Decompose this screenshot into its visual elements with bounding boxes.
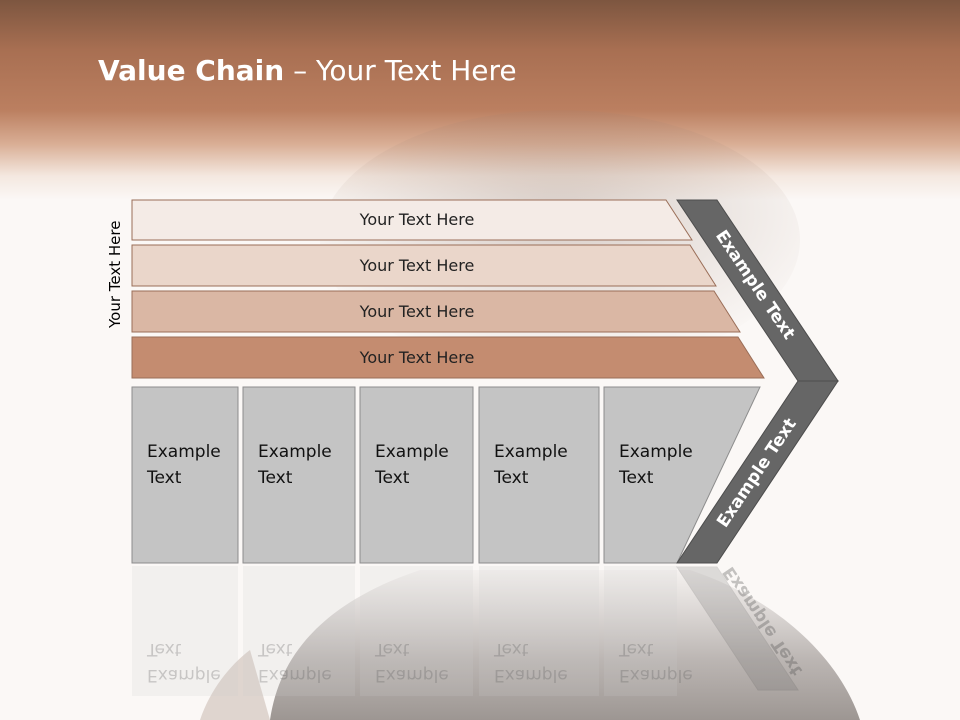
- box-label-line1: Example: [494, 442, 568, 462]
- bar-4: [131, 336, 765, 379]
- arm-shape: [200, 650, 270, 720]
- chevron-lower: [676, 380, 839, 564]
- reflected-line1: Example: [494, 665, 568, 685]
- slide-title: Value Chain – Your Text Here: [98, 54, 517, 87]
- box-2: [242, 386, 356, 564]
- reflected-line2: Text: [494, 639, 529, 659]
- bar-4-label: Your Text Here: [359, 347, 475, 367]
- reflection-group: [132, 566, 677, 696]
- box-label-line1: Example: [375, 442, 449, 462]
- bar-1: [131, 199, 693, 241]
- box-4: [478, 386, 600, 564]
- bar-1-label: Your Text Here: [359, 210, 475, 229]
- bars-group: [131, 199, 765, 379]
- reflected-line2: Text: [258, 639, 293, 659]
- box-1-reflected-label: Example Text: [147, 636, 247, 688]
- box-label-line2: Text: [375, 468, 410, 488]
- box-2-reflection: [243, 566, 355, 696]
- bar-3: [131, 290, 741, 333]
- box-label-line1: Example: [258, 442, 332, 462]
- reflected-line2: Text: [375, 639, 410, 659]
- box-2-reflected-label: Example Text: [258, 636, 358, 688]
- box-5-reflected-label: Example Text: [619, 636, 719, 688]
- reflected-line2: Text: [619, 639, 654, 659]
- box-3: [359, 386, 474, 564]
- title-bold: Value Chain: [98, 54, 285, 87]
- box-label-line1: Example: [619, 442, 693, 462]
- box-3-reflected-label: Example Text: [375, 636, 475, 688]
- box-1-reflection: [132, 566, 238, 696]
- box-5-reflection: [604, 566, 677, 696]
- reflected-line2: Text: [147, 639, 182, 659]
- box-3-reflection: [360, 566, 473, 696]
- reflected-line1: Example: [147, 665, 221, 685]
- reflected-line1: Example: [619, 665, 693, 685]
- box-4-reflected-label: Example Text: [494, 636, 594, 688]
- box-label-line2: Text: [258, 468, 293, 488]
- box-label-line2: Text: [494, 468, 529, 488]
- box-label-line1: Example: [147, 442, 221, 462]
- dress-shape: [270, 570, 860, 720]
- boxes-group: [131, 386, 761, 564]
- box-4-reflection: [479, 566, 599, 696]
- reflected-line1: Example: [258, 665, 332, 685]
- bar-2-label: Your Text Here: [359, 255, 475, 275]
- box-label-line2: Text: [147, 468, 182, 488]
- bar-2: [131, 244, 717, 287]
- title-rest: – Your Text Here: [284, 54, 517, 87]
- box-label-line2: Text: [619, 468, 654, 488]
- box-1: [131, 386, 239, 564]
- chevron-reflection: [676, 566, 799, 691]
- bar-3-label: Your Text Here: [359, 301, 475, 321]
- reflected-line1: Example: [375, 665, 449, 685]
